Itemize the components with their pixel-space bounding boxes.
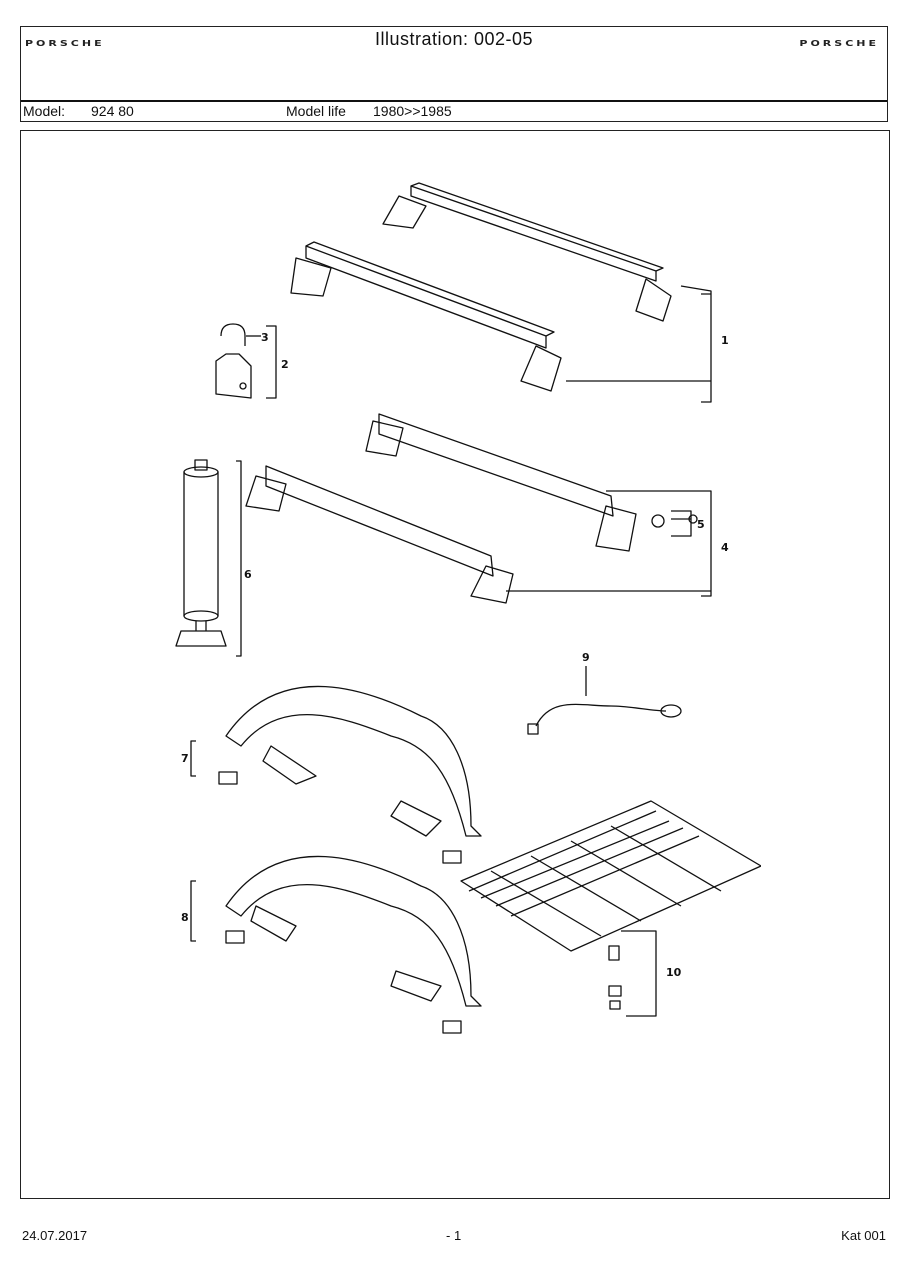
lock-part [651,514,698,528]
model-info-bar: Model: 924 80 Model life 1980>>1985 [21,100,887,123]
ski-carrier-pair [245,413,637,604]
callout-6: 6 [244,568,252,581]
header-box: PORSCHE Illustration: 002-05 PORSCHE Mod… [20,26,888,122]
model-life-value: 1980>>1985 [373,103,452,119]
model-life-label: Model life [286,103,346,119]
parts-illustration: 1 2 3 4 5 6 7 8 9 10 [175,182,761,1034]
callout-leaders [190,285,712,1017]
security-cable [527,703,682,735]
callout-5: 5 [697,518,705,531]
callout-8: 8 [181,911,189,924]
roof-bar-pair [290,182,672,392]
illustration-frame: 1 2 3 4 5 6 7 8 9 10 [20,130,890,1199]
callout-7: 7 [181,752,189,765]
footer-date: 24.07.2017 [22,1228,88,1243]
porsche-logo-left: PORSCHE [25,38,105,49]
callout-numbers: 1 2 3 4 5 6 7 8 9 10 [181,331,729,979]
callout-2: 2 [281,358,289,371]
luggage-rack [460,800,761,1010]
footer-page: - 1 [446,1228,462,1243]
page-title: Illustration: 002-05 [374,29,534,49]
callout-1: 1 [721,334,729,347]
model-label: Model: [23,103,66,119]
model-value: 924 80 [91,103,134,119]
callout-3: 3 [261,331,269,344]
callout-10: 10 [666,966,682,979]
callout-4: 4 [721,541,729,554]
strap-carrier-a [218,685,482,864]
footer-catalog: Kat 001 [841,1228,886,1243]
callout-9: 9 [582,651,590,664]
porsche-logo-right: PORSCHE [799,38,879,49]
support-post [175,459,227,647]
clip-parts [215,323,252,399]
strap-carrier-b [225,855,482,1034]
